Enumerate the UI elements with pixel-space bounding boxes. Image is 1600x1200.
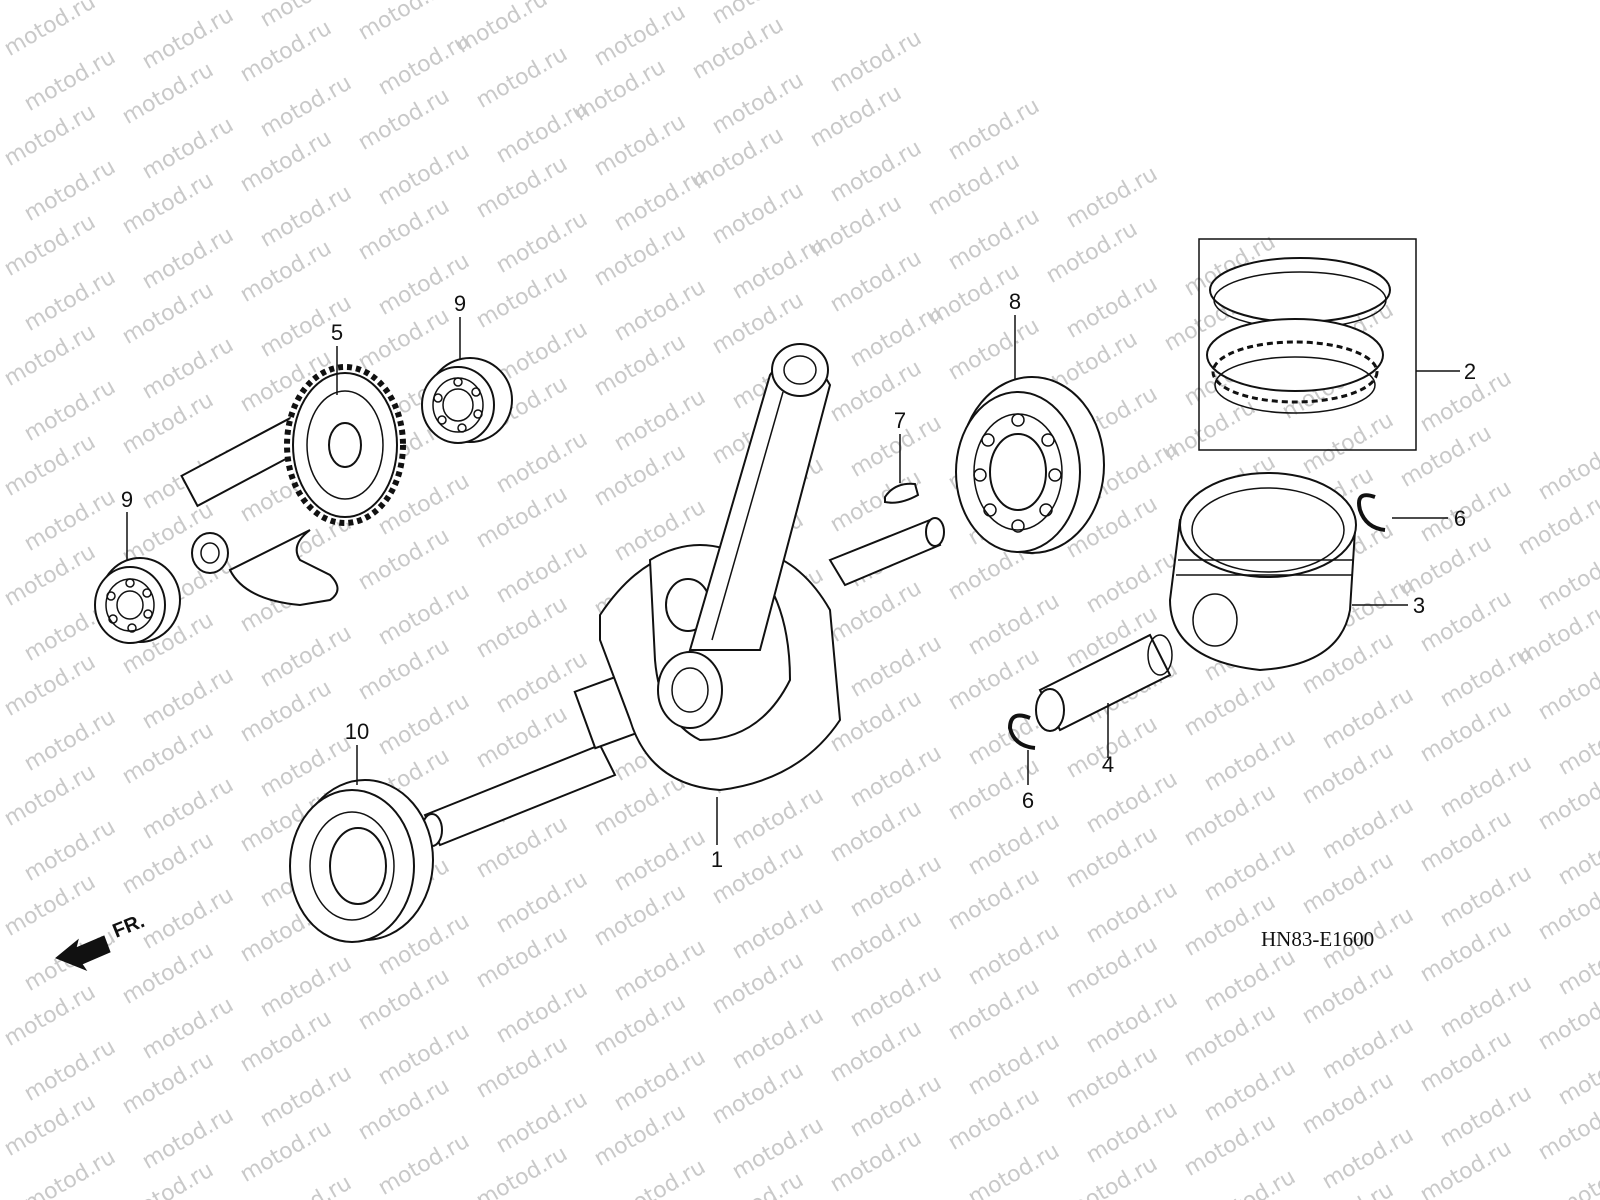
callout-7: 7 bbox=[894, 408, 906, 433]
part-9-bearing-lower[interactable] bbox=[94, 557, 181, 644]
callout-5: 5 bbox=[331, 320, 343, 345]
callout-6-upper: 6 bbox=[1454, 506, 1466, 531]
part-6-clip-lower[interactable] bbox=[1007, 713, 1036, 750]
front-direction-arrow-icon bbox=[55, 935, 111, 972]
diagram-code: HN83-E1600 bbox=[1261, 927, 1374, 951]
callout-9-upper: 9 bbox=[454, 291, 466, 316]
callout-2: 2 bbox=[1464, 359, 1476, 384]
part-10-oil-seal[interactable] bbox=[289, 779, 434, 943]
part-5-balancer-gear[interactable] bbox=[180, 364, 406, 607]
part-4-piston-pin[interactable] bbox=[1035, 633, 1173, 732]
callout-4: 4 bbox=[1102, 752, 1114, 777]
part-1-crankshaft[interactable] bbox=[421, 343, 945, 847]
callout-8: 8 bbox=[1009, 289, 1021, 314]
front-label: FR. bbox=[110, 910, 148, 942]
part-3-piston[interactable] bbox=[1168, 472, 1357, 672]
callout-3: 3 bbox=[1413, 593, 1425, 618]
part-6-clip-upper[interactable] bbox=[1357, 493, 1386, 532]
callout-10: 10 bbox=[345, 719, 369, 744]
part-7-key[interactable] bbox=[884, 482, 920, 504]
callout-1: 1 bbox=[711, 847, 723, 872]
part-9-bearing-upper[interactable] bbox=[421, 357, 513, 444]
part-2-piston-ring-set[interactable] bbox=[1198, 238, 1417, 451]
part-8-bearing[interactable] bbox=[955, 376, 1105, 554]
leader-lines bbox=[126, 315, 1460, 845]
callout-9-lower: 9 bbox=[121, 487, 133, 512]
part-5-gear-wheel bbox=[284, 364, 406, 526]
callout-6-lower: 6 bbox=[1022, 788, 1034, 813]
